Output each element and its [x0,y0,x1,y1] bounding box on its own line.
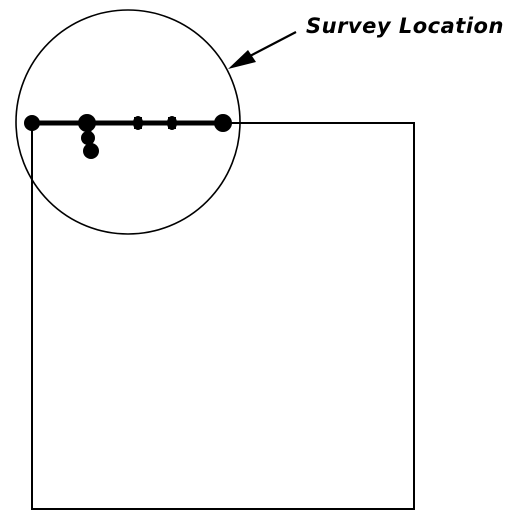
branch-point-2 [83,143,99,159]
survey-station-1 [78,114,96,132]
branch-point-1 [81,131,95,145]
transect-end-point [214,114,232,132]
station-2-tick-right [140,117,142,129]
station-3-tick-left [168,117,170,129]
survey-area-circle [15,9,241,235]
station-3-tick-right [174,117,176,129]
callout-arrowhead [228,50,256,69]
survey-location-label: Survey Location [306,14,504,38]
transect-start-point [24,115,40,131]
station-2-tick-left [134,117,136,129]
callout-leader-line [249,31,297,57]
